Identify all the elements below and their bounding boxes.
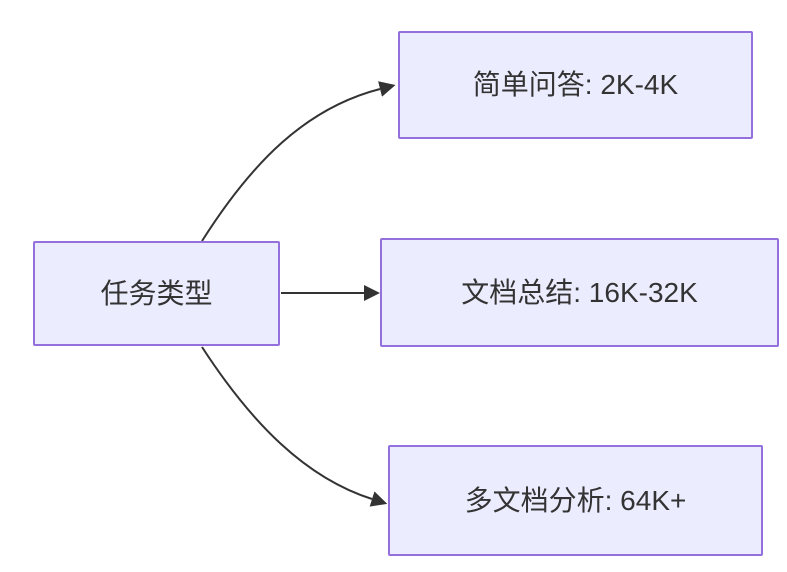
node-doc-summary-label: 文档总结: 16K-32K (461, 276, 698, 308)
edge-task-type-to-multi-doc-analysis (201, 346, 388, 507)
node-multi-doc-analysis: 多文档分析: 64K+ (388, 445, 763, 556)
node-multi-doc-analysis-label: 多文档分析: 64K+ (464, 484, 687, 516)
node-task-type-label: 任务类型 (100, 277, 213, 309)
edge-task-type-to-simple-qa (201, 81, 396, 242)
node-simple-qa-label: 简单问答: 2K-4K (472, 69, 679, 101)
node-simple-qa: 简单问答: 2K-4K (398, 31, 753, 139)
node-task-type: 任务类型 (33, 241, 280, 346)
node-doc-summary: 文档总结: 16K-32K (380, 238, 779, 347)
